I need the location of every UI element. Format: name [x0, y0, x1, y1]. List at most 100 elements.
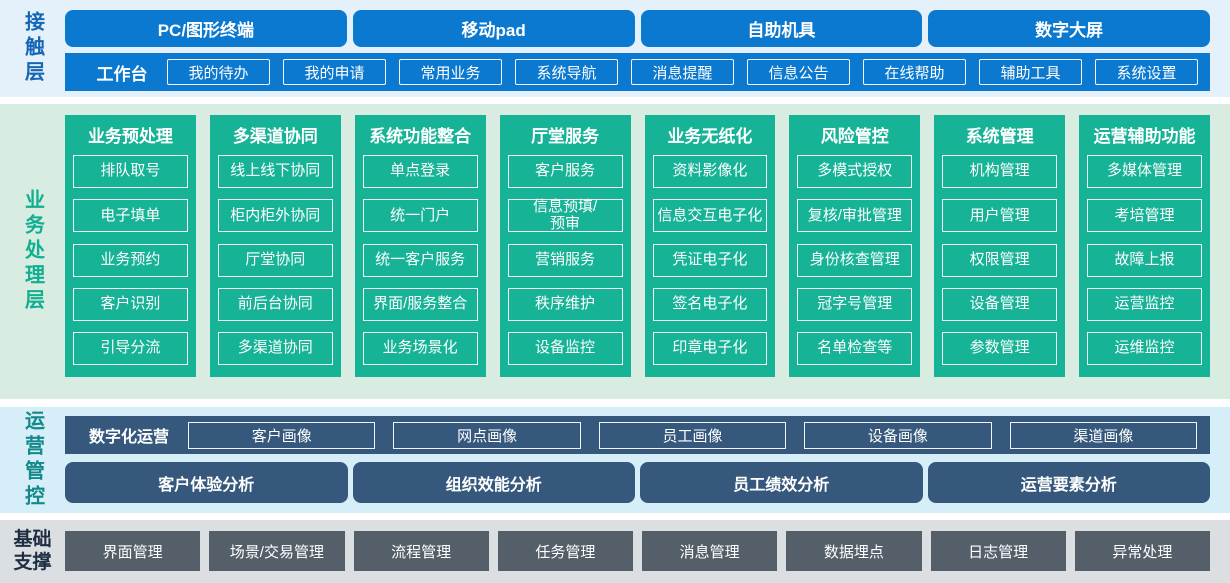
column-item: 身份核查管理: [797, 243, 913, 277]
foundation-data-tracking: 数据埋点: [786, 531, 922, 571]
workbench-item-aux-tools: 辅助工具: [979, 59, 1082, 85]
column-multichannel-collab: 多渠道协同 线上线下协同 柜内柜外协同 厅堂协同 前后台协同 多渠道协同: [209, 115, 341, 377]
workbench-item-common-business: 常用业务: [399, 59, 502, 85]
column-item: 复核/审批管理: [797, 199, 913, 233]
digital-ops-bar: 数字化运营 客户画像 网点画像 员工画像 设备画像 渠道画像: [65, 416, 1210, 454]
column-item: 厅堂协同: [217, 243, 333, 277]
column-item: 多渠道协同: [217, 332, 333, 365]
column-item: 界面/服务整合: [362, 287, 478, 321]
column-title: 厅堂服务: [531, 127, 600, 146]
column-item: 前后台协同: [217, 287, 333, 321]
column-item: 客户识别: [73, 287, 188, 321]
column-item: 线上线下协同: [217, 155, 333, 188]
analysis-org-efficiency: 组织效能分析: [352, 462, 635, 503]
workbench-item-system-navigation: 系统导航: [515, 59, 618, 85]
column-item: 权限管理: [942, 243, 1058, 277]
portrait-channel: 渠道画像: [1009, 421, 1198, 449]
analysis-ops-elements: 运营要素分析: [927, 462, 1210, 503]
column-item: 信息交互电子化: [652, 199, 768, 233]
portrait-employee: 员工画像: [598, 421, 787, 449]
column-item: 签名电子化: [652, 287, 768, 321]
column-item: 引导分流: [73, 332, 188, 365]
column-item: 电子填单: [73, 199, 188, 233]
device-row: PC/图形终端 移动pad 自助机具 数字大屏: [65, 10, 1210, 47]
column-item: 考培管理: [1087, 199, 1202, 233]
foundation-scene-transaction-management: 场景/交易管理: [209, 531, 345, 571]
analysis-customer-experience: 客户体验分析: [65, 462, 348, 503]
layer-foundation-label: 基础支撑: [13, 528, 52, 573]
foundation-task-management: 任务管理: [497, 531, 633, 571]
workbench-item-my-applications: 我的申请: [283, 59, 386, 85]
column-item: 柜内柜外协同: [217, 199, 333, 233]
workbench-label: 工作台: [96, 64, 148, 84]
column-item: 客户服务: [507, 155, 623, 188]
column-item: 凭证电子化: [652, 243, 768, 277]
column-title: 风险管控: [820, 127, 889, 146]
column-title: 业务预处理: [87, 127, 173, 146]
portrait-device: 设备画像: [804, 421, 992, 449]
column-item: 名单检查等: [797, 332, 913, 365]
workbench-bar: 工作台 我的待办 我的申请 常用业务 系统导航 消息提醒 信息公告 在线帮助 辅…: [65, 53, 1210, 91]
device-self-service: 自助机具: [640, 10, 923, 47]
device-digital-screen: 数字大屏: [928, 10, 1210, 47]
layer-operations-control: 运营管控 数字化运营 客户画像 网点画像 员工画像 设备画像 渠道画像 客户体验…: [0, 407, 1230, 513]
portrait-customer: 客户画像: [188, 421, 376, 449]
column-item: 设备管理: [942, 287, 1058, 321]
column-item: 多媒体管理: [1087, 155, 1202, 188]
column-hall-service: 厅堂服务 客户服务 信息预填/ 预审 营销服务 秩序维护 设备监控: [499, 115, 631, 377]
column-title: 系统管理: [965, 127, 1034, 146]
column-item: 排队取号: [73, 155, 188, 188]
column-item: 故障上报: [1087, 243, 1202, 277]
portrait-branch: 网点画像: [393, 421, 581, 449]
foundation-message-management: 消息管理: [642, 531, 778, 571]
column-item: 机构管理: [942, 155, 1058, 188]
column-item: 多模式授权: [797, 155, 913, 188]
analysis-row: 客户体验分析 组织效能分析 员工绩效分析 运营要素分析: [65, 462, 1210, 503]
workbench-item-online-help: 在线帮助: [863, 59, 966, 85]
column-item: 设备监控: [507, 332, 623, 365]
column-title: 多渠道协同: [232, 127, 318, 146]
column-item: 信息预填/ 预审: [507, 199, 623, 233]
foundation-log-management: 日志管理: [930, 531, 1066, 571]
column-item: 印章电子化: [652, 332, 768, 365]
column-item: 资料影像化: [652, 155, 768, 188]
foundation-ui-management: 界面管理: [65, 531, 201, 571]
column-item: 业务场景化: [362, 332, 478, 365]
column-item: 营销服务: [507, 243, 623, 277]
layer-business-label: 业务处理层: [21, 189, 44, 314]
workbench-item-message-reminder: 消息提醒: [631, 59, 734, 85]
column-system-management: 系统管理 机构管理 用户管理 权限管理 设备管理 参数管理: [934, 115, 1066, 377]
column-item: 统一门户: [362, 199, 478, 233]
workbench-item-my-todo: 我的待办: [167, 59, 270, 85]
column-paperless-business: 业务无纸化 资料影像化 信息交互电子化 凭证电子化 签名电子化 印章电子化: [644, 115, 776, 377]
layer-operations-label: 运营管控: [21, 410, 44, 510]
column-item: 用户管理: [942, 199, 1058, 233]
column-item: 参数管理: [942, 332, 1058, 365]
column-risk-control: 风险管控 多模式授权 复核/审批管理 身份核查管理 冠字号管理 名单检查等: [789, 115, 921, 377]
column-item: 统一客户服务: [362, 243, 478, 277]
device-mobile-pad: 移动pad: [352, 10, 635, 47]
workbench-item-system-settings: 系统设置: [1095, 59, 1198, 85]
column-business-preprocess: 业务预处理 排队取号 电子填单 业务预约 客户识别 引导分流: [65, 115, 196, 377]
column-item: 运营监控: [1087, 287, 1202, 321]
analysis-staff-performance: 员工绩效分析: [640, 462, 923, 503]
column-title: 运营辅助功能: [1093, 127, 1196, 146]
business-columns: 业务预处理 排队取号 电子填单 业务预约 客户识别 引导分流 多渠道协同 线上线…: [65, 115, 1210, 377]
layer-contact: 接触层 PC/图形终端 移动pad 自助机具 数字大屏 工作台 我的待办 我的申…: [0, 0, 1230, 97]
digital-ops-label: 数字化运营: [88, 429, 169, 446]
workbench-item-info-announcement: 信息公告: [747, 59, 850, 85]
column-item: 运维监控: [1087, 332, 1202, 365]
layer-foundation-support: 基础支撑 界面管理 场景/交易管理 流程管理 任务管理 消息管理 数据埋点 日志…: [0, 520, 1230, 583]
column-system-integration: 系统功能整合 单点登录 统一门户 统一客户服务 界面/服务整合 业务场景化: [354, 115, 486, 377]
column-item: 冠字号管理: [797, 287, 913, 321]
column-item: 秩序维护: [507, 287, 623, 321]
foundation-process-management: 流程管理: [353, 531, 489, 571]
foundation-exception-handling: 异常处理: [1074, 531, 1210, 571]
column-ops-auxiliary: 运营辅助功能 多媒体管理 考培管理 故障上报 运营监控 运维监控: [1079, 115, 1210, 377]
device-pc-terminal: PC/图形终端: [65, 10, 347, 47]
layer-contact-label: 接触层: [21, 11, 44, 86]
column-title: 系统功能整合: [369, 127, 472, 146]
foundation-row: 界面管理 场景/交易管理 流程管理 任务管理 消息管理 数据埋点 日志管理 异常…: [65, 531, 1210, 571]
column-item: 业务预约: [73, 243, 188, 277]
